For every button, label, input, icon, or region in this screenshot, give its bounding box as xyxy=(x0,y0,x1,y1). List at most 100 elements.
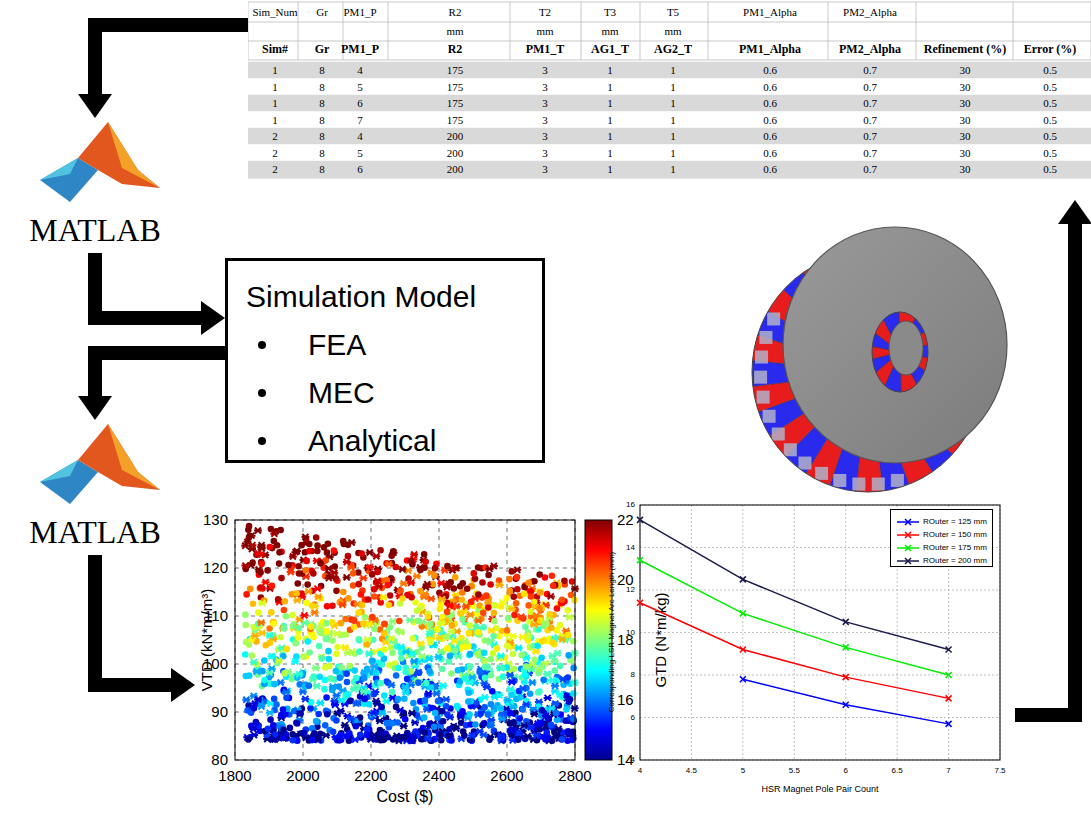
matlab-logo xyxy=(10,420,180,515)
data-star xyxy=(468,674,476,680)
node-text: 4 xyxy=(638,766,642,775)
iron-piece xyxy=(891,474,904,487)
data-point xyxy=(356,637,363,644)
table-cell: Sim_Num xyxy=(252,6,297,19)
data-point xyxy=(389,689,396,696)
table-cell: 1 xyxy=(607,146,613,159)
legend-sample xyxy=(896,529,920,541)
table-cell: 1 xyxy=(670,80,676,93)
data-point xyxy=(498,603,505,610)
data-point xyxy=(304,638,311,645)
data-point xyxy=(353,675,360,682)
data-point xyxy=(467,651,474,658)
data-marker xyxy=(740,610,746,616)
data-point xyxy=(264,567,271,574)
table-cell: T5 xyxy=(667,6,679,19)
data-point xyxy=(361,696,368,703)
data-star xyxy=(530,622,538,628)
data-point xyxy=(283,731,290,738)
table-cell: 0.7 xyxy=(863,163,877,176)
data-point xyxy=(358,550,365,557)
data-point xyxy=(384,720,391,727)
data-point xyxy=(466,630,473,637)
table-cell: 30 xyxy=(960,64,971,77)
data-point xyxy=(506,588,513,595)
data-point xyxy=(261,657,268,664)
data-point xyxy=(432,565,439,572)
data-point xyxy=(313,718,320,725)
data-star xyxy=(366,549,374,555)
data-star xyxy=(313,683,321,689)
table-cell: 1 xyxy=(272,64,278,77)
data-point xyxy=(306,541,313,548)
data-point xyxy=(381,621,388,628)
data-point xyxy=(359,602,366,609)
data-marker xyxy=(637,600,643,606)
grid-line xyxy=(248,178,1091,179)
data-point xyxy=(324,628,331,635)
table-cell: 3 xyxy=(542,163,548,176)
data-point xyxy=(513,600,520,607)
table-cell: 6 xyxy=(357,97,363,110)
data-point xyxy=(333,651,340,658)
data-point xyxy=(281,670,288,677)
table-cell: 8 xyxy=(319,80,325,93)
axis-title: Corresponding LSR Magnet Arc Length (mm) xyxy=(607,552,616,713)
data-point xyxy=(324,711,331,718)
scatter-plot: VTD (kN*m/m³)Cost ($)GTD (N*m/kg)1301201… xyxy=(195,510,675,810)
data-star xyxy=(462,603,470,609)
data-point xyxy=(293,590,300,597)
data-point xyxy=(245,526,252,533)
data-point xyxy=(390,548,397,555)
data-star xyxy=(443,584,451,590)
table-cell: 8 xyxy=(319,97,325,110)
data-point xyxy=(444,633,451,640)
data-star xyxy=(483,684,491,690)
data-point xyxy=(257,584,264,591)
data-point xyxy=(423,680,430,687)
data-point xyxy=(313,534,320,541)
data-star xyxy=(417,641,425,647)
flow-arrow xyxy=(95,555,195,702)
data-point xyxy=(281,625,288,632)
data-point xyxy=(394,719,401,726)
data-point xyxy=(480,624,487,631)
data-point xyxy=(435,698,442,705)
iron-piece xyxy=(772,428,785,441)
legend-entry: ROuter = 200 mm xyxy=(896,551,987,564)
data-point xyxy=(387,592,394,599)
data-point xyxy=(470,570,477,577)
data-star xyxy=(503,697,511,703)
table-cell: 7 xyxy=(357,113,363,126)
data-point xyxy=(345,553,352,560)
data-point xyxy=(546,611,553,618)
row-band xyxy=(248,128,1091,145)
table-cell: R2 xyxy=(449,6,462,19)
node-text: 120 xyxy=(203,559,228,576)
data-star xyxy=(459,644,467,650)
table-cell: 3 xyxy=(542,64,548,77)
data-star xyxy=(508,679,516,685)
data-table: Sim_NumGrPM1_PR2T2T3T5PM1_AlphaPM2_Alpha… xyxy=(248,0,1091,200)
data-point xyxy=(458,596,465,603)
legend-marker xyxy=(905,519,911,525)
data-star xyxy=(532,648,540,654)
node-text: 7 xyxy=(946,766,950,775)
data-point xyxy=(437,605,444,612)
data-point xyxy=(553,710,560,717)
data-point xyxy=(351,617,358,624)
data-star xyxy=(424,691,432,697)
data-point xyxy=(345,595,352,602)
data-point xyxy=(255,609,262,616)
iron-piece xyxy=(833,474,846,487)
data-star xyxy=(243,539,251,545)
data-point xyxy=(449,622,456,629)
data-point xyxy=(481,649,488,656)
data-star xyxy=(296,711,304,717)
data-point xyxy=(399,734,406,741)
data-point xyxy=(528,593,535,600)
data-point xyxy=(314,542,321,549)
data-point xyxy=(440,718,447,725)
legend-text: ROuter = 125 mm xyxy=(923,517,987,526)
table-cell: 1 xyxy=(272,80,278,93)
